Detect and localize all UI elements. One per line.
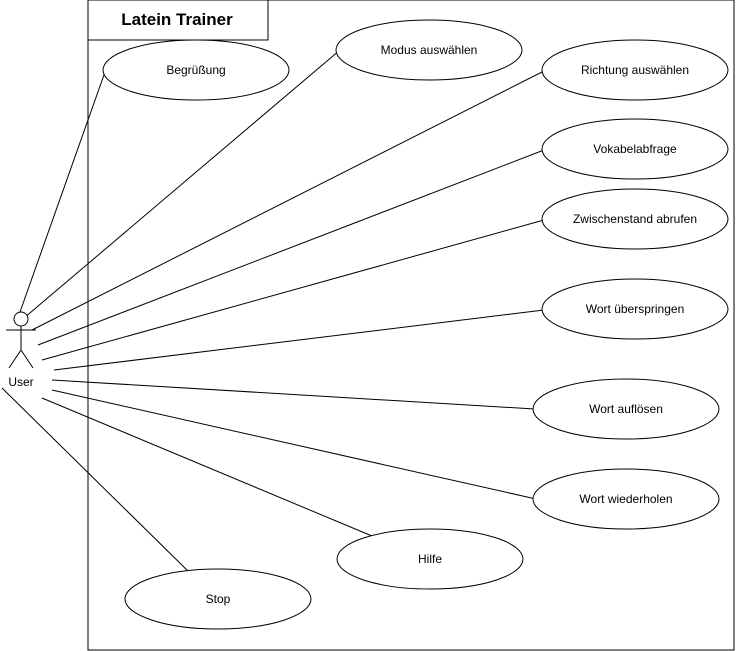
association-stop bbox=[1, 387, 191, 574]
use-case-hilfe: Hilfe bbox=[336, 528, 524, 590]
use-case-modus-auswaehlen: Modus auswählen bbox=[335, 19, 523, 81]
use-case-wort-ueberspringen: Wort überspringen bbox=[541, 278, 729, 340]
use-case-ellipse bbox=[532, 378, 720, 440]
use-case-ellipse bbox=[102, 39, 290, 101]
use-case-ellipse bbox=[336, 528, 524, 590]
use-case-ellipse bbox=[335, 19, 523, 81]
use-case-zwischenstand-abrufen: Zwischenstand abrufen bbox=[541, 188, 729, 250]
association-zwischenstand-abrufen bbox=[41, 219, 545, 361]
system-title: Latein Trainer bbox=[121, 10, 233, 29]
use-case-label: Hilfe bbox=[418, 552, 442, 566]
association-hilfe bbox=[41, 397, 373, 537]
use-case-wort-wiederholen: Wort wiederholen bbox=[532, 468, 720, 530]
use-case-ellipse bbox=[541, 278, 729, 340]
use-case-label: Wort auflösen bbox=[589, 402, 663, 416]
actor-left-leg bbox=[8, 349, 22, 369]
use-case-ellipse bbox=[541, 39, 729, 101]
association-wort-aufloesen bbox=[51, 379, 536, 410]
association-begruessung bbox=[19, 71, 106, 313]
actor-user bbox=[6, 311, 36, 369]
association-richtung-auswaehlen bbox=[31, 70, 545, 331]
use-case-label: Vokabelabfrage bbox=[593, 142, 677, 156]
use-case-label: Modus auswählen bbox=[381, 43, 478, 57]
associations bbox=[1, 49, 545, 574]
use-case-label: Wort wiederholen bbox=[579, 492, 672, 506]
use-case-label: Zwischenstand abrufen bbox=[573, 212, 697, 226]
association-modus-auswaehlen bbox=[23, 49, 341, 319]
use-case-label: Stop bbox=[206, 592, 231, 606]
association-wort-wiederholen bbox=[51, 389, 537, 500]
use-case-richtung-auswaehlen: Richtung auswählen bbox=[541, 39, 729, 101]
system-boundary bbox=[87, 0, 735, 651]
actor-label: User bbox=[8, 375, 33, 389]
use-case-ellipse bbox=[532, 468, 720, 530]
use-case-wort-aufloesen: Wort auflösen bbox=[532, 378, 720, 440]
use-case-stop: Stop bbox=[124, 568, 312, 630]
actor-head bbox=[13, 311, 29, 327]
use-case-label: Richtung auswählen bbox=[581, 63, 689, 77]
use-case-ellipse bbox=[124, 568, 312, 630]
use-case-ellipse bbox=[541, 188, 729, 250]
use-case-begruessung: Begrüßung bbox=[102, 39, 290, 101]
use-case-ellipse bbox=[541, 118, 729, 180]
use-case-label: Wort überspringen bbox=[586, 302, 685, 316]
use-case-label: Begrüßung bbox=[166, 63, 225, 77]
system-title-box bbox=[87, 0, 269, 41]
association-vokabelabfrage bbox=[37, 149, 545, 346]
association-wort-ueberspringen bbox=[53, 309, 545, 371]
actor-right-leg bbox=[20, 349, 34, 369]
use-case-vokabelabfrage: Vokabelabfrage bbox=[541, 118, 729, 180]
